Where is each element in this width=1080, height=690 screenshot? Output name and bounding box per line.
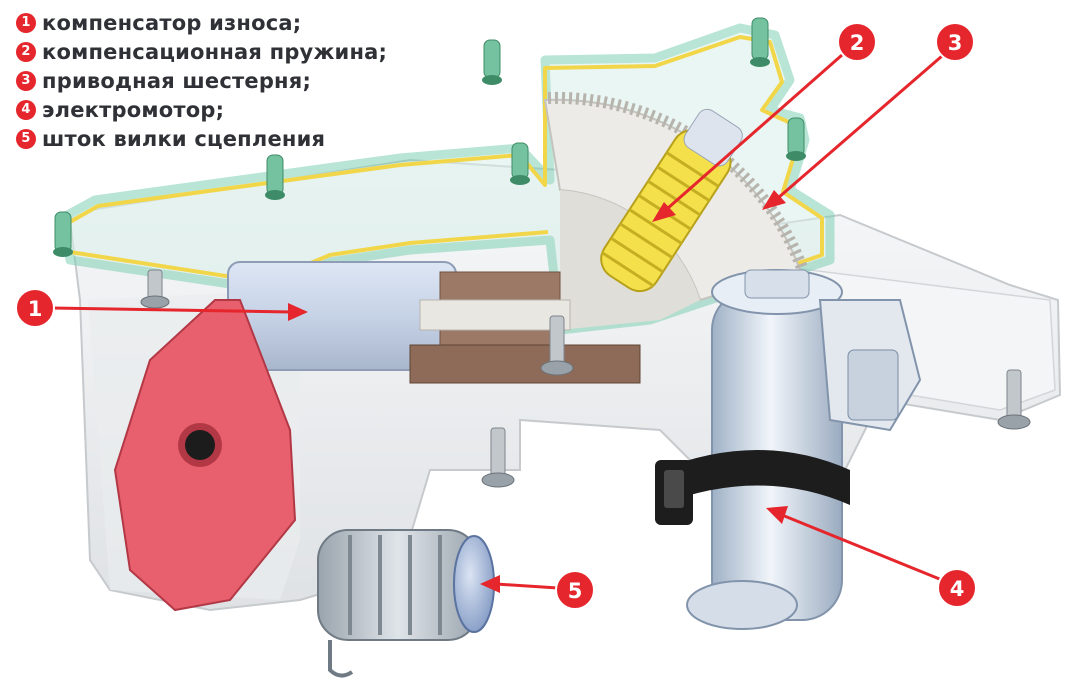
callout-number: 1	[28, 297, 43, 321]
callout-5: 5	[480, 571, 594, 609]
screw-icon	[510, 143, 530, 185]
callout-number: 2	[850, 31, 865, 55]
screw-icon	[53, 212, 73, 257]
callout-number: 5	[568, 579, 583, 603]
clutch-fork-rod	[318, 530, 494, 676]
callout-number: 3	[948, 31, 963, 55]
screw-icon	[482, 40, 502, 85]
screw-icon	[750, 18, 770, 67]
screw-icon	[265, 155, 285, 200]
screw-icon	[786, 118, 806, 161]
callout-number: 4	[950, 577, 965, 601]
